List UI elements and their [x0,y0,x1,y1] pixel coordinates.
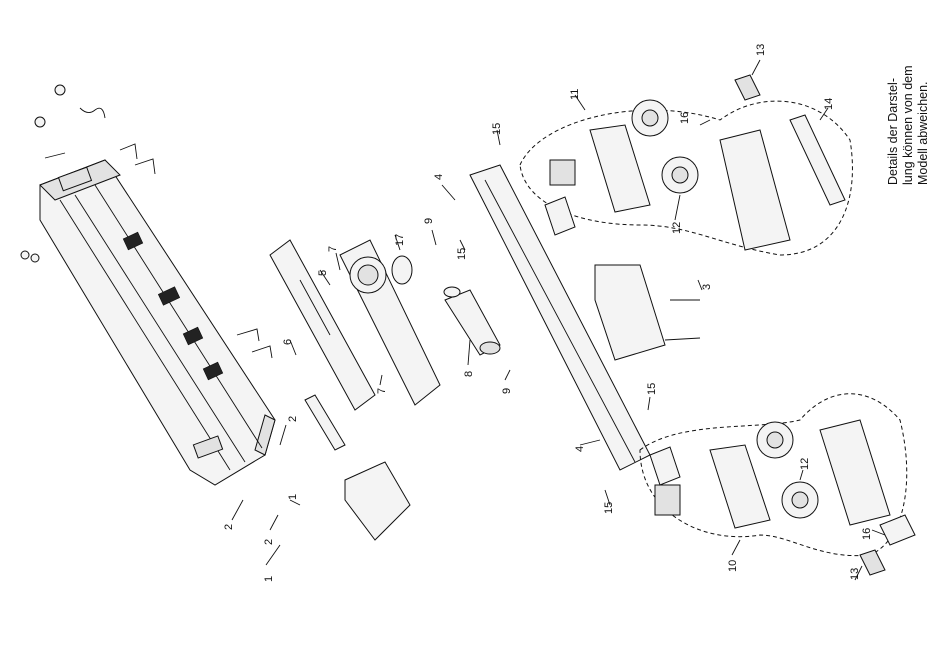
label-4a: 4 [433,174,445,180]
note-line-1: Details der Darstel- [886,78,900,185]
label-12a: 12 [671,222,683,234]
label-8: 8 [463,371,475,377]
label-15c: 15 [646,383,658,395]
label-12b: 12 [799,458,811,470]
label-1a: 1 [263,576,275,582]
locomotive-body-shell [40,160,275,485]
drive-shaft [305,395,345,450]
label-11: 11 [569,89,581,100]
label-17: 17 [394,234,406,246]
upper-bogie-parts [545,100,845,250]
label-9a: 9 [423,218,435,224]
ballast-weight [345,462,410,540]
label-7a: 7 [327,246,339,252]
label-6: 6 [282,339,294,345]
label-9b: 9 [501,388,513,394]
motor [444,287,500,355]
label-16a: 16 [679,112,691,124]
label-16b: 16 [861,528,873,540]
note-line-3: Modell abweichen. [916,81,930,185]
coupler-lower [860,550,885,575]
label-14: 14 [823,98,835,110]
label-1b: 1 [287,494,299,500]
coupler-upper [735,75,760,100]
fuel-tank [595,265,700,360]
label-4b: 4 [574,446,586,452]
label-13b: 13 [849,568,861,580]
label-7b: 7 [376,388,388,394]
label-3: 3 [701,284,713,290]
label-2c: 2 [287,416,299,422]
lower-bogie-parts [650,420,915,545]
label-2b: 2 [263,539,275,545]
label-15b: 15 [456,248,468,260]
label-10: 10 [727,560,739,572]
label-5: 5 [317,270,329,276]
label-2a: 2 [223,524,235,530]
label-13a: 13 [755,44,767,56]
disclaimer-note: Details der Darstel- lung können von dem… [886,65,930,185]
label-15a: 15 [491,123,503,135]
note-line-2: lung können von dem [901,65,915,185]
label-15d: 15 [603,502,615,514]
